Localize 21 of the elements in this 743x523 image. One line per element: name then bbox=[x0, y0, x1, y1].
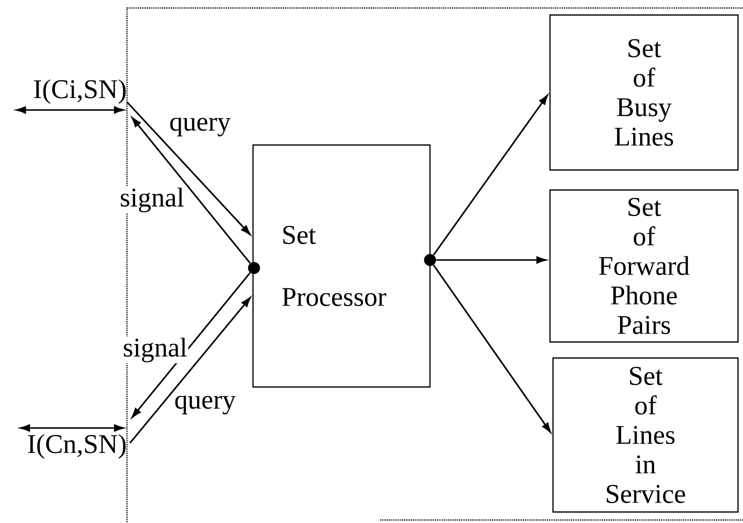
edge-label: signal bbox=[118, 186, 186, 214]
arrow bbox=[436, 256, 546, 264]
port-label: I(Ci,SN) bbox=[34, 79, 126, 104]
port-label: I(Cn,SN) bbox=[28, 434, 126, 459]
arrow bbox=[129, 297, 251, 444]
edge-label: query bbox=[168, 116, 232, 138]
set-box: Set of Busy Lines bbox=[549, 14, 739, 171]
arrow bbox=[20, 424, 124, 432]
set-box: Set of Lines in Service bbox=[552, 357, 739, 513]
edge-label: query bbox=[173, 394, 237, 416]
arrow bbox=[132, 272, 251, 418]
set-box: Set of Forward Phone Pairs bbox=[549, 189, 739, 343]
edge-label: signal bbox=[122, 336, 188, 364]
arrow bbox=[132, 117, 251, 264]
arrow bbox=[432, 94, 548, 256]
arrow bbox=[126, 101, 250, 235]
processor-box: Set Processor bbox=[252, 144, 431, 388]
junction-dot bbox=[424, 254, 436, 266]
arrow bbox=[16, 106, 124, 114]
arrow bbox=[432, 264, 551, 433]
junction-dot bbox=[248, 262, 260, 274]
